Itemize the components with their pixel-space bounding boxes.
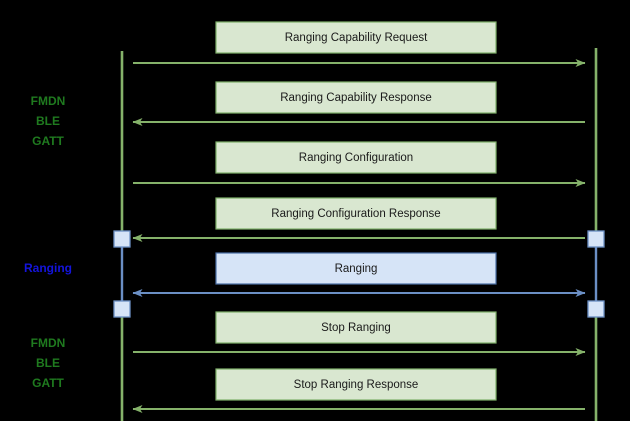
msg-ranging-configuration-label: Ranging Configuration xyxy=(299,152,413,164)
activation-right-start-marker xyxy=(587,230,605,248)
phase-ranging-line-0: Ranging xyxy=(24,261,72,275)
phase-fmdn-bottom-line-0: FMDN xyxy=(31,336,66,350)
phase-fmdn-top-line-2: GATT xyxy=(32,134,64,148)
msg-ranging-capability-request-box[interactable] xyxy=(215,21,497,54)
msg-stop-ranging-response-label: Stop Ranging Response xyxy=(294,379,419,391)
activation-left-end-marker xyxy=(113,300,131,318)
phase-fmdn-bottom-line-2: GATT xyxy=(32,376,64,390)
message-arrows-group xyxy=(132,59,586,413)
msg-ranging-capability-response-label: Ranging Capability Response xyxy=(280,92,432,104)
msg-ranging-box[interactable] xyxy=(215,252,497,285)
msg-ranging-configuration-response-box[interactable] xyxy=(215,197,497,230)
phase-fmdn-top-line-0: FMDN xyxy=(31,94,66,108)
activations-group xyxy=(113,230,605,318)
msg-ranging-label: Ranging xyxy=(335,263,378,275)
msg-ranging-configuration-response-label: Ranging Configuration Response xyxy=(271,208,440,220)
msg-stop-ranging-response-box[interactable] xyxy=(215,368,497,401)
msg-stop-ranging-box[interactable] xyxy=(215,311,497,344)
msg-ranging-capability-response-box[interactable] xyxy=(215,81,497,114)
msg-ranging-capability-request-label: Ranging Capability Request xyxy=(285,32,428,44)
activation-left-start-marker xyxy=(113,230,131,248)
phase-fmdn-bottom-line-1: BLE xyxy=(36,356,60,370)
phase-fmdn-top-line-1: BLE xyxy=(36,114,60,128)
msg-stop-ranging-label: Stop Ranging xyxy=(321,322,391,334)
activation-right-end-marker xyxy=(587,300,605,318)
lifelines-group xyxy=(120,48,598,421)
msg-ranging-configuration-box[interactable] xyxy=(215,141,497,174)
